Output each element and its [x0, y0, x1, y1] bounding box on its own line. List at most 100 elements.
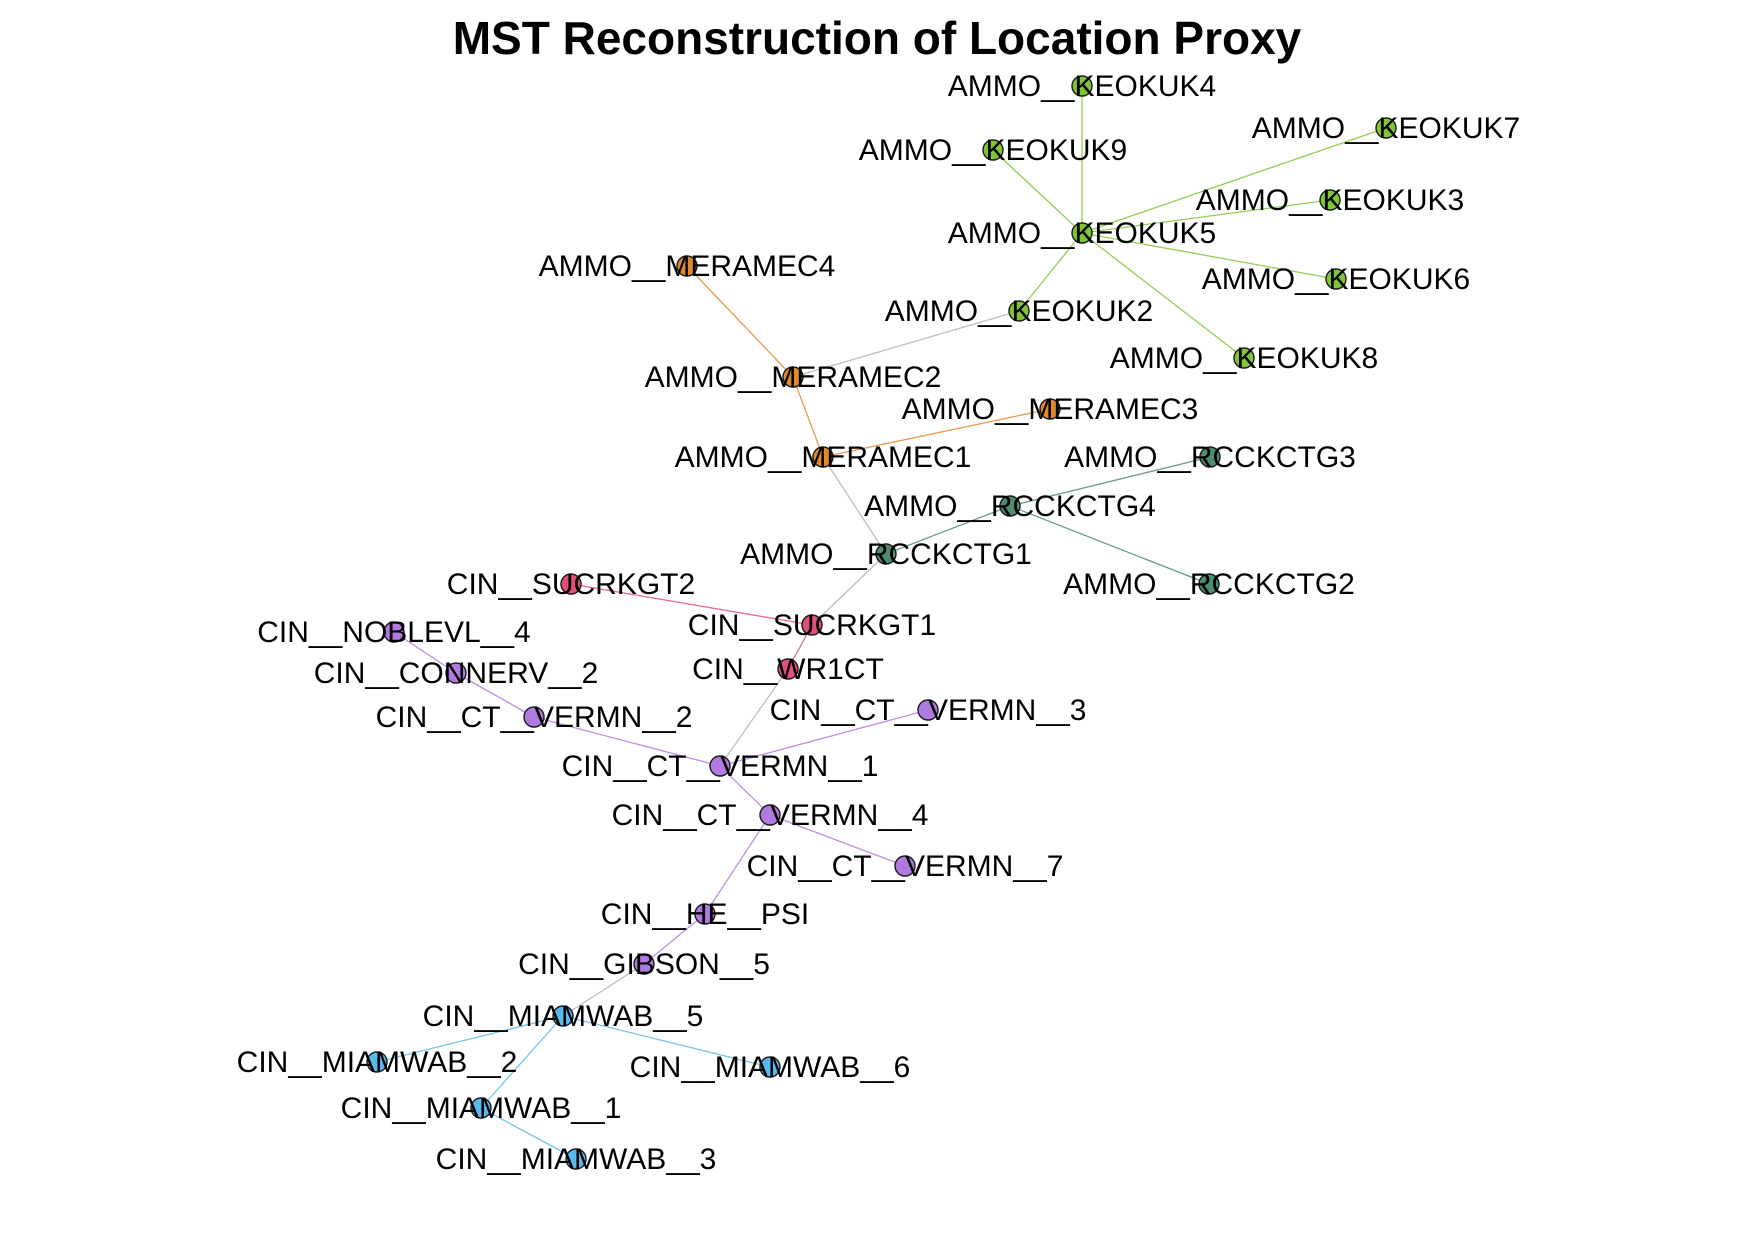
edge-ammo-rcckctg1-to-ammo-rcckctg4 [885, 505, 1011, 555]
node-ammo-keokuk6 [1325, 268, 1347, 290]
node-label-cin-miamwab-6: CIN__MIAMWAB__6 [630, 1051, 911, 1084]
node-label-ammo-keokuk8: AMMO__KEOKUK8 [1110, 342, 1378, 375]
node-cin-ct-vermn-2 [523, 706, 545, 728]
node-cin-miamwab-1 [470, 1097, 492, 1119]
edge-ammo-meramec1-to-ammo-meramec3 [822, 408, 1051, 458]
edge-ammo-keokuk5-to-ammo-keokuk7 [1081, 127, 1387, 234]
node-label-cin-noblevl-4: CIN__NOBLEVL__4 [257, 616, 531, 649]
node-cin-connerv-2 [445, 662, 467, 684]
node-ammo-keokuk3 [1319, 189, 1341, 211]
node-ammo-rcckctg1 [875, 543, 897, 565]
node-ammo-keokuk8 [1233, 347, 1255, 369]
edge-cin-noblevl-4-to-cin-connerv-2 [393, 631, 457, 674]
node-cin-ct-vermn-4 [759, 804, 781, 826]
node-label-ammo-keokuk6: AMMO__KEOKUK6 [1202, 263, 1470, 296]
edge-cin-ct-vermn-1-to-cin-ct-vermn-3 [719, 709, 929, 767]
edge-ammo-rcckctg4-to-ammo-rcckctg2 [1009, 505, 1210, 585]
edge-ammo-keokuk5-to-ammo-keokuk6 [1081, 232, 1337, 280]
node-cin-wr1ct [777, 658, 799, 680]
node-label-ammo-rcckctg1: AMMO__RCCKCTG1 [740, 538, 1032, 571]
node-label-ammo-keokuk4: AMMO__KEOKUK4 [948, 70, 1216, 103]
node-ammo-meramec4 [676, 255, 698, 277]
node-label-cin-he-psi: CIN__HE__PSI [601, 898, 809, 931]
node-label-cin-sucrkgt2: CIN__SUCRKGT2 [447, 568, 695, 601]
edge-cin-ct-vermn-4-to-cin-he-psi [704, 814, 771, 915]
node-ammo-rcckctg3 [1199, 446, 1221, 468]
node-cin-ct-vermn-3 [917, 699, 939, 721]
edge-cin-miamwab-5-to-cin-miamwab-6 [562, 1015, 771, 1068]
node-cin-gibson-5 [633, 953, 655, 975]
node-label-cin-miamwab-5: CIN__MIAMWAB__5 [423, 1000, 704, 1033]
node-label-ammo-keokuk3: AMMO__KEOKUK3 [1196, 184, 1464, 217]
node-ammo-keokuk5 [1071, 222, 1093, 244]
edge-cin-gibson-5-to-cin-miamwab-5 [562, 963, 645, 1017]
node-label-cin-ct-vermn-4: CIN__CT__VERMN__4 [612, 799, 929, 832]
node-label-cin-ct-vermn-7: CIN__CT__VERMN__7 [747, 850, 1064, 883]
node-cin-he-psi [694, 903, 716, 925]
node-cin-miamwab-2 [366, 1051, 388, 1073]
node-label-cin-connerv-2: CIN__CONNERV__2 [314, 657, 599, 690]
node-label-cin-sucrkgt1: CIN__SUCRKGT1 [688, 609, 936, 642]
node-label-ammo-rcckctg4: AMMO__RCCKCTG4 [864, 490, 1156, 523]
node-cin-sucrkgt1 [801, 614, 823, 636]
node-label-ammo-keokuk5: AMMO__KEOKUK5 [948, 217, 1216, 250]
edge-cin-miamwab-5-to-cin-miamwab-2 [376, 1015, 564, 1063]
edge-cin-miamwab-1-to-cin-miamwab-3 [480, 1107, 577, 1160]
node-label-cin-wr1ct: CIN__WR1CT [692, 653, 884, 686]
node-ammo-meramec2 [782, 366, 804, 388]
node-cin-miamwab-5 [552, 1005, 574, 1027]
edge-ammo-rcckctg4-to-ammo-rcckctg3 [1009, 456, 1211, 507]
edge-ammo-rcckctg1-to-cin-sucrkgt1 [811, 553, 887, 626]
node-label-cin-miamwab-2: CIN__MIAMWAB__2 [237, 1046, 518, 1079]
node-ammo-keokuk2 [1008, 300, 1030, 322]
node-label-ammo-keokuk2: AMMO__KEOKUK2 [885, 295, 1153, 328]
edge-ammo-keokuk5-to-ammo-keokuk8 [1081, 232, 1245, 359]
node-label-ammo-keokuk7: AMMO__KEOKUK7 [1252, 112, 1520, 145]
node-label-ammo-rcckctg2: AMMO__RCCKCTG2 [1063, 568, 1355, 601]
node-label-ammo-meramec1: AMMO__MERAMEC1 [675, 441, 972, 474]
nodes-layer [366, 75, 1397, 1170]
node-ammo-rcckctg4 [999, 495, 1021, 517]
edge-ammo-keokuk5-to-ammo-keokuk2 [1018, 232, 1083, 312]
edge-ammo-meramec2-to-ammo-meramec1 [792, 376, 824, 458]
node-ammo-meramec3 [1039, 398, 1061, 420]
edge-cin-wr1ct-to-cin-ct-vermn-1 [719, 668, 789, 767]
edge-cin-miamwab-5-to-cin-miamwab-1 [480, 1015, 564, 1109]
node-label-cin-ct-vermn-2: CIN__CT__VERMN__2 [376, 701, 693, 734]
node-ammo-keokuk7 [1375, 117, 1397, 139]
edge-cin-sucrkgt2-to-cin-sucrkgt1 [570, 583, 813, 626]
node-cin-miamwab-6 [759, 1056, 781, 1078]
node-cin-miamwab-3 [565, 1148, 587, 1170]
node-ammo-meramec1 [812, 446, 834, 468]
node-label-ammo-meramec2: AMMO__MERAMEC2 [645, 361, 942, 394]
node-label-cin-miamwab-1: CIN__MIAMWAB__1 [341, 1092, 622, 1125]
edge-ammo-meramec4-to-ammo-meramec2 [686, 265, 794, 378]
node-label-cin-ct-vermn-3: CIN__CT__VERMN__3 [770, 694, 1087, 727]
node-label-cin-miamwab-3: CIN__MIAMWAB__3 [436, 1143, 717, 1176]
node-label-ammo-rcckctg3: AMMO__RCCKCTG3 [1064, 441, 1356, 474]
node-label-cin-ct-vermn-1: CIN__CT__VERMN__1 [562, 750, 879, 783]
edge-ammo-keokuk2-to-ammo-meramec2 [792, 310, 1020, 378]
edge-cin-ct-vermn-4-to-cin-ct-vermn-7 [769, 814, 906, 867]
node-label-ammo-meramec4: AMMO__MERAMEC4 [539, 250, 836, 283]
edges-layer [376, 86, 1387, 1160]
node-cin-sucrkgt2 [560, 573, 582, 595]
node-label-ammo-meramec3: AMMO__MERAMEC3 [902, 393, 1199, 426]
node-ammo-keokuk9 [982, 139, 1004, 161]
edge-cin-connerv-2-to-cin-ct-vermn-2 [455, 672, 535, 718]
node-label-ammo-keokuk9: AMMO__KEOKUK9 [859, 134, 1127, 167]
edge-cin-he-psi-to-cin-gibson-5 [643, 913, 706, 965]
node-cin-noblevl-4 [383, 621, 405, 643]
diagram-title: MST Reconstruction of Location Proxy [453, 12, 1302, 64]
edge-ammo-meramec1-to-ammo-rcckctg1 [822, 456, 887, 555]
edge-ammo-keokuk5-to-ammo-keokuk9 [992, 149, 1083, 234]
node-ammo-keokuk4 [1071, 75, 1093, 97]
edge-cin-ct-vermn-1-to-cin-ct-vermn-4 [719, 765, 771, 816]
node-cin-ct-vermn-7 [894, 855, 916, 877]
edge-cin-ct-vermn-2-to-cin-ct-vermn-1 [533, 716, 721, 767]
node-ammo-rcckctg2 [1198, 573, 1220, 595]
edge-ammo-keokuk5-to-ammo-keokuk3 [1081, 199, 1331, 234]
node-cin-ct-vermn-1 [709, 755, 731, 777]
